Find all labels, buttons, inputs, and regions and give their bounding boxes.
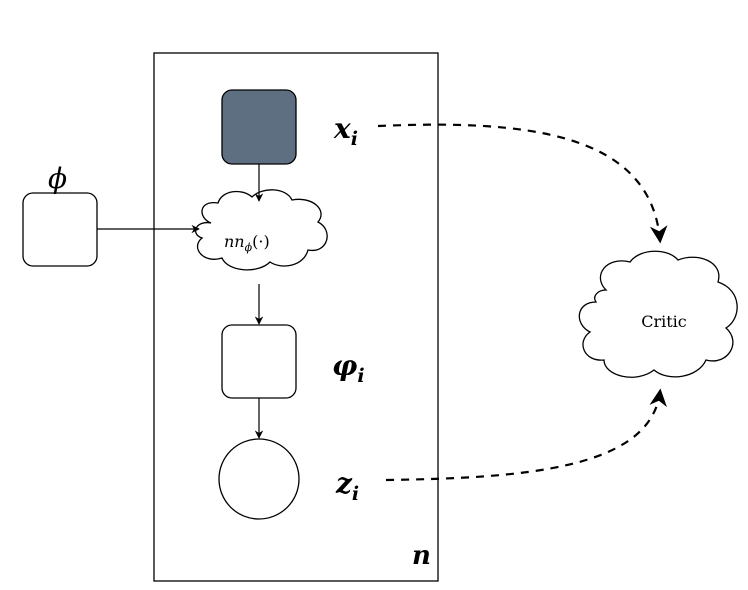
plate-label: n [412, 541, 431, 571]
edge-latent-to-critic [385, 388, 667, 482]
network-cloud-label: nnϕ(·) [224, 232, 270, 254]
plate [153, 52, 439, 582]
observed-node-label: xi [333, 112, 358, 150]
observed-node-label-sub: i [351, 128, 358, 150]
critic-cloud-label: Critic [641, 312, 687, 331]
latent-node [218, 438, 300, 520]
local-param-label-main: φ [332, 349, 358, 382]
network-cloud-label-sub: ϕ [245, 241, 253, 254]
local-param-label-sub: i [357, 365, 364, 387]
observed-node-label-main: x [333, 112, 351, 145]
global-param-label: ϕ [48, 162, 67, 195]
critic-cloud-node [578, 250, 738, 378]
local-param-node [221, 324, 297, 399]
local-param-label: φi [332, 349, 365, 387]
global-param-node [22, 192, 98, 267]
network-cloud-label-main: nn [224, 232, 245, 251]
network-cloud-label-suffix: (·) [252, 232, 270, 251]
edge-observed-to-critic [377, 123, 668, 244]
observed-node [221, 89, 297, 165]
latent-node-label: zi [335, 467, 359, 505]
network-cloud-node [194, 189, 328, 271]
latent-node-label-sub: i [352, 483, 359, 505]
latent-node-label-main: z [335, 467, 353, 500]
